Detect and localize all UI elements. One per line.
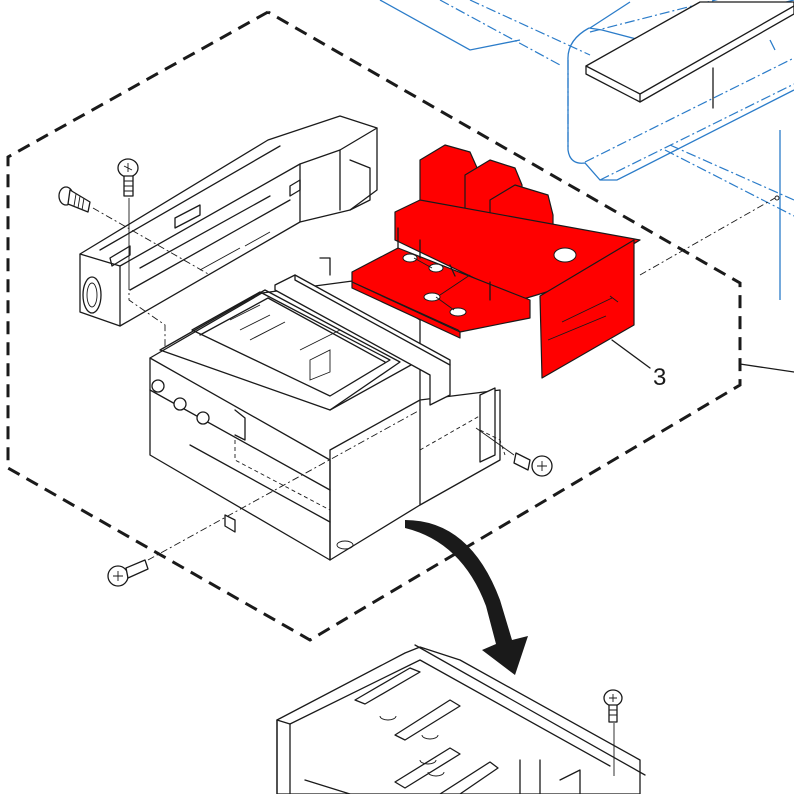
right-bracket xyxy=(479,387,506,463)
rail-bar xyxy=(274,257,451,406)
callout-3-leader xyxy=(611,339,651,369)
screw-icon xyxy=(117,158,139,197)
assembly-boundary xyxy=(6,10,742,642)
reference-machine-outline xyxy=(379,0,794,300)
screw-icon xyxy=(107,559,149,587)
lower-tray-assembly xyxy=(276,644,646,794)
boundary-leader xyxy=(739,363,794,373)
connector-slot xyxy=(354,667,499,794)
rail-assembly xyxy=(79,115,378,327)
screw-icon xyxy=(603,689,623,723)
highlighted-part-3[interactable] xyxy=(351,144,641,379)
screw-icon xyxy=(513,452,553,477)
curved-arrow-icon xyxy=(405,520,528,675)
screw-icon xyxy=(58,186,91,213)
callout-number-3: 3 xyxy=(653,364,667,391)
